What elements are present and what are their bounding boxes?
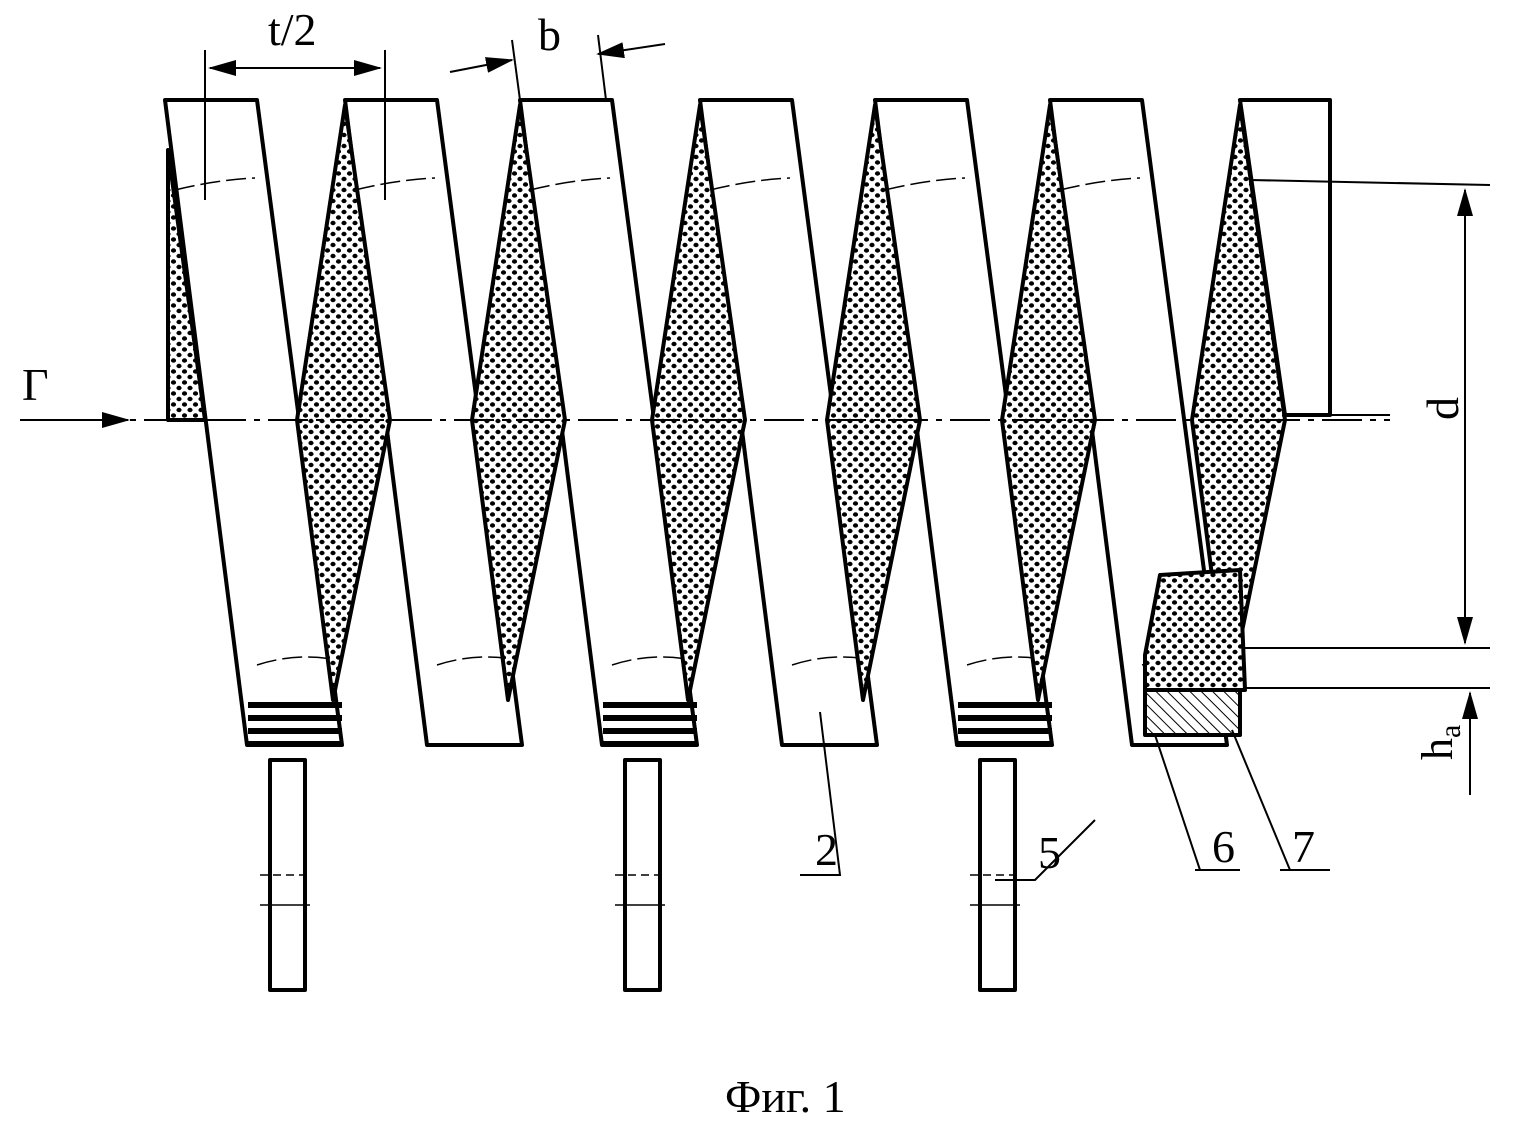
label-part-2: 2 xyxy=(815,824,838,875)
figure-caption: Фиг. 1 xyxy=(725,1071,846,1122)
width-dimension xyxy=(450,60,512,72)
label-part-6: 6 xyxy=(1212,821,1235,872)
base-plate xyxy=(1145,690,1240,735)
label-half-pitch: t/2 xyxy=(268,4,317,55)
label-height: ha xyxy=(1413,725,1467,760)
label-part-7: 7 xyxy=(1292,821,1315,872)
label-flow: Г xyxy=(22,359,49,410)
label-width: b xyxy=(538,9,561,60)
label-part-5: 5 xyxy=(1038,827,1061,878)
porous-block xyxy=(1145,570,1245,690)
label-diameter: d xyxy=(1417,397,1468,420)
